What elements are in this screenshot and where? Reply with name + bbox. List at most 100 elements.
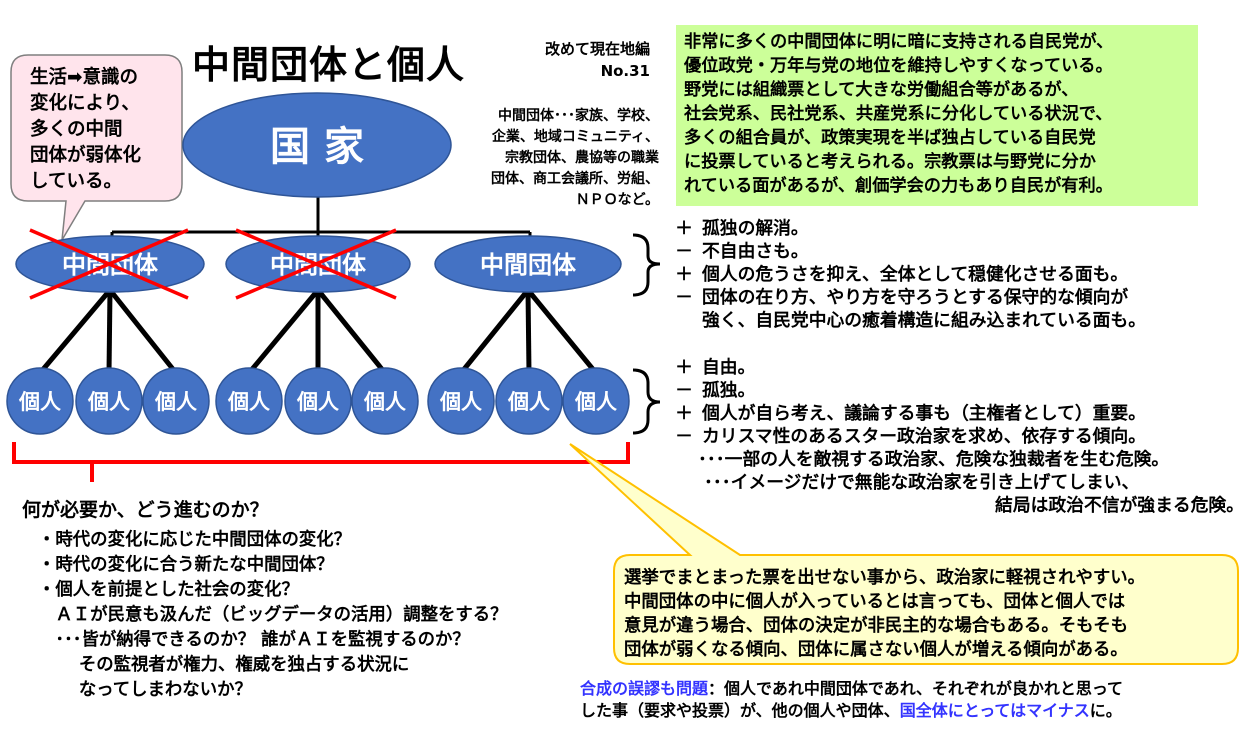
question-item: その監視者が権力、権威を独占する状況に <box>38 655 410 675</box>
brace-groups <box>632 233 661 297</box>
page-title: 中間団体と個人 <box>192 43 466 87</box>
state-node <box>182 92 452 198</box>
subtitle-series: 改めて現在地編 <box>544 40 650 58</box>
note-line-2: した事（要求や投票）が、他の個人や団体、国全体にとってはマイナスに。 <box>580 700 1240 722</box>
point-sign: ＋ <box>675 403 693 424</box>
green-box-line: 多くの組合員が、政策実現を半ば独占している自民党 <box>684 128 1096 148</box>
point-sign: ＋ <box>675 218 693 239</box>
group-label-3: 中間団体 <box>480 251 577 279</box>
individual-subpoint: ･･･一部の人を敵視する政治家、危険な独裁者を生む危険。 <box>698 449 1170 470</box>
point-text: 自由。 <box>702 357 756 378</box>
definition-line: 団体、商工会議所、労組、 <box>491 171 659 187</box>
group-point: －不自由さも。 <box>672 240 1146 263</box>
definition-line: 中間団体･･･家族、学校、 <box>498 108 659 124</box>
individual-node-5 <box>284 367 352 435</box>
group-point: ＋ 個人の危うさを抑え、全体として穏健化させる面も。 <box>672 263 1146 286</box>
point-sign: ＋ <box>675 357 693 378</box>
individual-weakness-text: 選挙でまとまった票を出せない事から、政治家に軽視されやすい。 中間団体の中に個人… <box>624 566 1244 662</box>
green-box-line: 非常に多くの中間団体に明に暗に支持される自民党が、 <box>684 32 1114 52</box>
cross-mark-1 <box>29 228 189 300</box>
state-label: 国 家 <box>270 124 364 170</box>
group-point: ＋ 孤独の解消。 <box>672 217 1146 240</box>
green-box-line: れている面があるが、創価学会の力もあり自民が有利。 <box>684 176 1113 196</box>
note-text: ：個人であれ中間団体であれ、それぞれが良かれと思って <box>708 679 1124 698</box>
individual-pros-cons: ＋ 自由。 － 孤独。 ＋ 個人が自ら考え、議論する事も（主権者として）重要。 － カリ… <box>672 356 1244 517</box>
question-item: ･･･皆が納得できるのか？ 誰がＡＩを監視するのか？ <box>38 630 470 650</box>
green-box-line: 優位政党・万年与党の地位を維持しやすくなっている。 <box>684 56 1113 76</box>
yellow-box-line: 選挙でまとまった票を出せない事から、政治家に軽視されやすい。 <box>624 568 1146 588</box>
yellow-callout-box <box>569 443 1239 665</box>
subtitle-number: No.31 <box>600 62 650 80</box>
question-list: ・時代の変化に応じた中間団体の変化？ ・時代の変化に合う新たな中間団体？ ・個人… <box>38 528 508 703</box>
question-item: ・時代の変化に応じた中間団体の変化？ <box>38 530 352 550</box>
question-item: なってしまわないか？ <box>38 680 252 700</box>
individual-point: － カリスマ性のあるスター政治家を求め、依存する傾向。 <box>672 425 1244 448</box>
individual-point: ＋ 個人が自ら考え、議論する事も（主権者として）重要。 <box>672 402 1244 425</box>
group-pros-cons: ＋ 孤独の解消。 －不自由さも。 ＋ 個人の危うさを抑え、全体として穏健化させる面も… <box>672 217 1146 332</box>
individual-node-4 <box>215 367 283 435</box>
yellow-box-line: 団体が弱くなる傾向、団体に属さない個人が増える傾向がある。 <box>624 640 1128 660</box>
group-node-3 <box>434 235 622 293</box>
point-text: カリスマ性のあるスター政治家を求め、依存する傾向。 <box>702 426 1146 447</box>
brace-individuals <box>632 368 661 435</box>
point-sign: － <box>675 241 693 262</box>
callout-text: 生活➡意識の 変化により、 多くの中間 団体が弱体化 している。 <box>30 65 170 195</box>
callout-line: 変化により、 <box>30 93 140 114</box>
individual-node-6 <box>351 367 419 435</box>
yellow-box-line: 中間団体の中に個人が入っているとは言っても、団体と個人では <box>624 592 1126 612</box>
note-text: に。 <box>1089 701 1122 720</box>
green-box-line: 野党には組織票として大きな労働組合等があるが、 <box>684 80 1079 100</box>
note-line-1: 合成の誤謬も問題：個人であれ中間団体であれ、それぞれが良かれと思って <box>580 678 1240 700</box>
point-text: 孤独の解消。 <box>702 218 809 239</box>
question-item: ・時代の変化に合う新たな中間団体？ <box>38 555 334 575</box>
individual-label-8: 個人 <box>507 390 550 414</box>
individual-label-2: 個人 <box>87 390 130 414</box>
individual-label-6: 個人 <box>363 390 406 414</box>
subtitle: 改めて現在地編 No.31 <box>528 38 650 82</box>
individual-point: － 孤独。 <box>672 379 1244 402</box>
individual-label-1: 個人 <box>18 390 61 414</box>
individual-node-2 <box>75 367 143 435</box>
callout-line: 団体が弱体化 <box>30 145 142 166</box>
individual-label-5: 個人 <box>296 390 339 414</box>
cross-mark-2 <box>235 228 397 300</box>
individual-label-3: 個人 <box>154 390 197 414</box>
individual-label-9: 個人 <box>574 390 617 414</box>
definition-line: 宗教団体、農協等の職業 <box>505 150 659 166</box>
point-sign: ＋ <box>675 264 693 285</box>
point-sign: － <box>675 287 693 308</box>
fallacy-of-composition-note: 合成の誤謬も問題：個人であれ中間団体であれ、それぞれが良かれと思って した事（要… <box>580 678 1240 722</box>
note-highlight: 国全体にとってはマイナス <box>899 701 1090 720</box>
individual-node-8 <box>495 367 563 435</box>
callout-line: 生活➡意識の <box>30 67 139 88</box>
group-point-continuation: 強く、自民党中心の癒着構造に組み込まれている面も。 <box>702 310 1146 331</box>
individual-subpoint: ･･･イメージだけで無能な政治家を引き上げてしまい、 <box>704 472 1140 493</box>
question-heading: 何が必要か、どう進むのか？ <box>22 499 269 521</box>
callout-line: 多くの中間 <box>30 119 123 140</box>
yellow-box-line: 意見が違う場合、団体の決定が非民主的な場合もある。そもそも <box>624 616 1128 636</box>
individual-node-9 <box>562 367 630 435</box>
definition-line: 企業、地域コミュニティ、 <box>491 129 659 145</box>
question-item: ・個人を前提とした社会の変化？ <box>38 580 299 600</box>
callout-line: している。 <box>30 171 122 192</box>
red-bracket <box>12 442 630 482</box>
green-box-line: に投票していると考えられる。宗教票は与野党に分か <box>684 152 1096 172</box>
point-text: 孤独。 <box>702 380 756 401</box>
point-sign: － <box>675 426 693 447</box>
group-connectors <box>38 288 598 375</box>
callout-bubble <box>10 54 183 241</box>
point-text: 個人の危うさを抑え、全体として穏健化させる面も。 <box>702 264 1129 285</box>
point-sign: － <box>675 380 693 401</box>
individual-node-7 <box>427 367 495 435</box>
individual-node-3 <box>142 367 210 435</box>
point-text: 団体の在り方、やり方を守ろうとする保守的な傾向が <box>702 287 1129 308</box>
point-text: 個人が自ら考え、議論する事も（主権者として）重要。 <box>702 403 1146 424</box>
individual-label-4: 個人 <box>227 390 270 414</box>
individual-subpoint-end: 結局は政治不信が強まる危険。 <box>995 495 1244 516</box>
definition-line: ＮＰＯなど。 <box>575 192 659 208</box>
individual-point: ＋ 自由。 <box>672 356 1244 379</box>
green-box-line: 社会党系、民社党系、共産党系に分化している状況で、 <box>684 104 1113 124</box>
ldp-explanation-box: 非常に多くの中間団体に明に暗に支持される自民党が、 優位政党・万年与党の地位を維… <box>676 25 1198 206</box>
